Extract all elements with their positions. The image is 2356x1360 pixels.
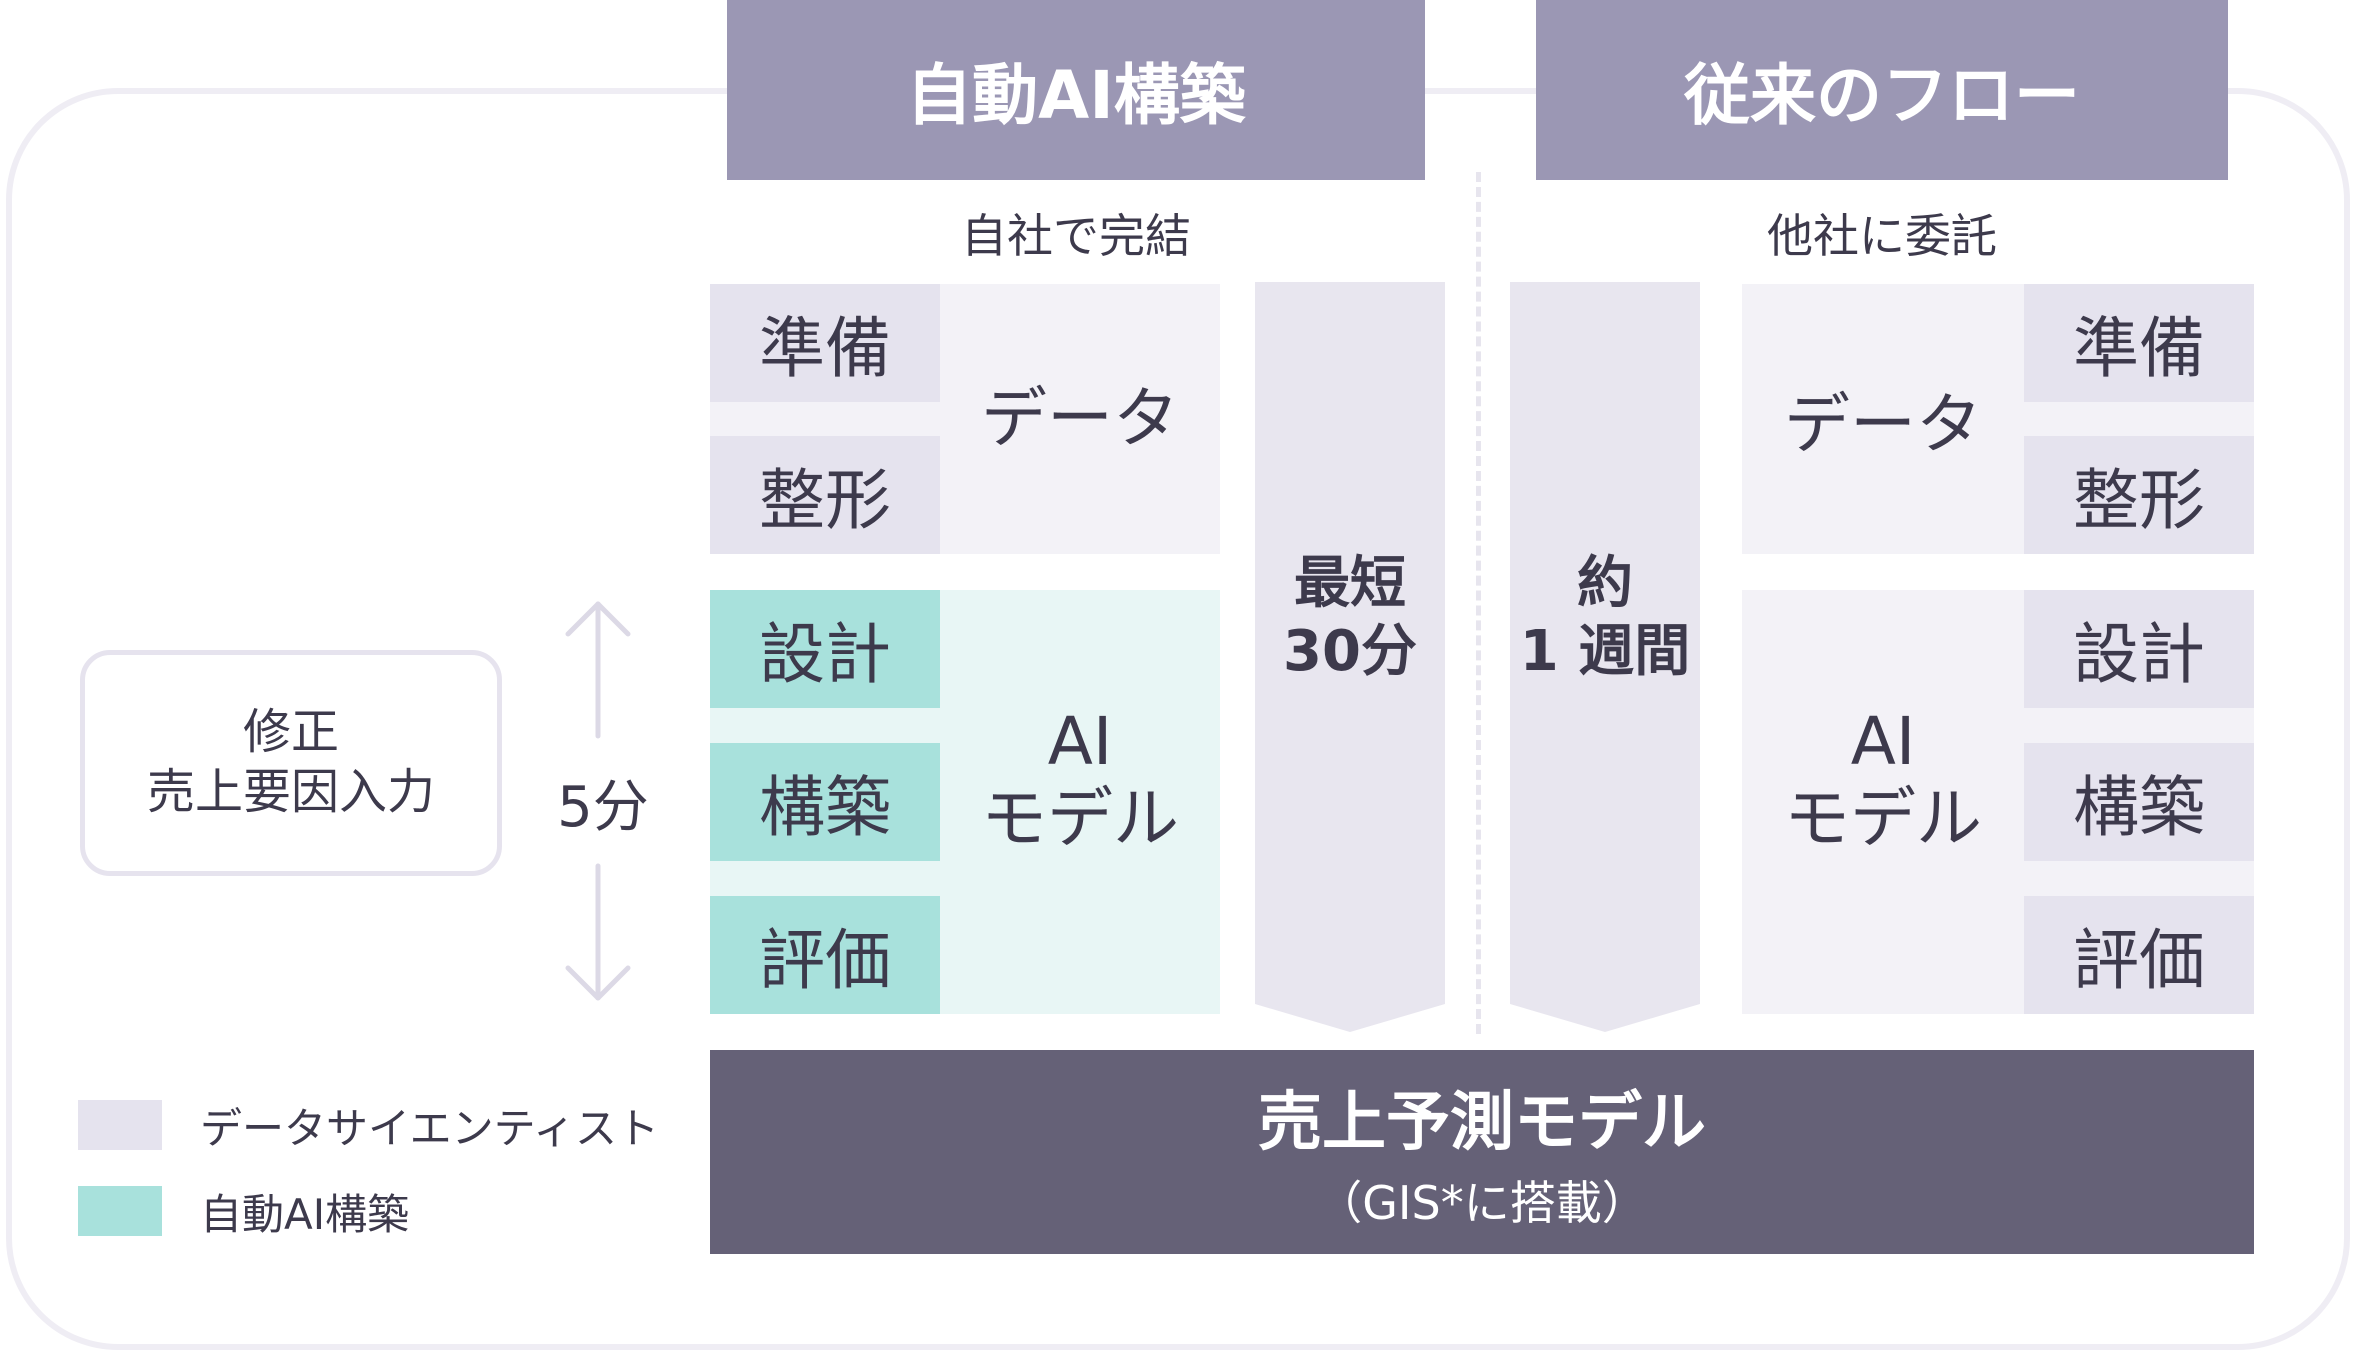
auto-step-design: 設計 <box>710 590 940 708</box>
traditional-duration-arrow-shape <box>1510 282 1700 1032</box>
auto-duration-arrow <box>1255 282 1445 1032</box>
auto-model-label-line1: AI <box>1047 702 1113 780</box>
traditional-step-build: 構築 <box>2024 743 2254 861</box>
traditional-duration-label: 約 1 週間 <box>1510 550 1700 687</box>
correction-input-box: 修正 売上要因入力 <box>80 650 502 876</box>
traditional-step-build-label: 構築 <box>2073 769 2205 846</box>
traditional-step-format-label: 整形 <box>2073 462 2205 539</box>
double-arrow-icon <box>565 601 631 1001</box>
auto-step-prepare: 準備 <box>710 284 940 402</box>
traditional-data-label-text: データ <box>1784 386 1982 464</box>
traditional-step-prepare: 準備 <box>2024 284 2254 402</box>
correction-input-line1: 修正 <box>242 704 339 761</box>
column-divider <box>1476 172 1481 1034</box>
sales-forecast-model-bar: 売上予測モデル （GIS*に搭載） <box>710 1050 2254 1254</box>
auto-step-build-label: 構築 <box>759 769 891 846</box>
traditional-model-label-line1: AI <box>1850 702 1916 780</box>
traditional-data-label: データ <box>1742 290 2024 560</box>
traditional-duration-line2: 1 週間 <box>1519 619 1691 685</box>
header-auto-ai-label: 自動AI構築 <box>906 57 1246 134</box>
legend-label-auto-ai: 自動AI構築 <box>200 1189 410 1239</box>
legend-swatch-auto-ai <box>78 1186 162 1236</box>
traditional-step-design-label: 設計 <box>2073 616 2205 693</box>
traditional-duration-arrow <box>1510 282 1700 1032</box>
subheader-auto: 自社で完結 <box>961 209 1191 263</box>
auto-duration-label: 最短 30分 <box>1255 550 1445 687</box>
header-auto-ai: 自動AI構築 <box>727 0 1425 180</box>
legend-swatch-data-scientist <box>78 1100 162 1150</box>
auto-model-label: AI モデル <box>940 700 1220 860</box>
auto-step-evaluate-label: 評価 <box>759 922 891 999</box>
auto-step-format: 整形 <box>710 436 940 554</box>
traditional-step-evaluate-label: 評価 <box>2073 922 2205 999</box>
legend-label-data-scientist: データサイエンティスト <box>200 1103 660 1153</box>
auto-duration-arrow-shape <box>1255 282 1445 1032</box>
correction-input-line2: 売上要因入力 <box>146 764 435 820</box>
auto-step-prepare-label: 準備 <box>759 310 891 387</box>
auto-data-label-text: データ <box>981 380 1179 458</box>
traditional-model-label-line2: モデル <box>1784 780 1982 857</box>
auto-duration-line1: 最短 <box>1294 551 1406 616</box>
subheader-traditional: 他社に委託 <box>1767 209 1997 263</box>
traditional-step-evaluate: 評価 <box>2024 896 2254 1014</box>
auto-step-evaluate: 評価 <box>710 896 940 1014</box>
traditional-step-design: 設計 <box>2024 590 2254 708</box>
auto-step-design-label: 設計 <box>759 616 891 693</box>
auto-model-label-line2: モデル <box>981 780 1179 857</box>
traditional-step-prepare-label: 準備 <box>2073 310 2205 387</box>
header-traditional-label: 従来のフロー <box>1684 57 2080 134</box>
traditional-step-format: 整形 <box>2024 436 2254 554</box>
sales-forecast-model-title: 売上予測モデル <box>1258 1086 1706 1160</box>
auto-duration-line2: 30分 <box>1283 619 1417 685</box>
auto-data-label: データ <box>940 284 1220 554</box>
traditional-duration-line1: 約 <box>1577 551 1633 616</box>
sales-forecast-model-subtitle: （GIS*に搭載） <box>1316 1176 1648 1230</box>
input-duration-label: 5分 <box>557 775 649 840</box>
traditional-model-label: AI モデル <box>1742 700 2024 860</box>
auto-step-format-label: 整形 <box>759 462 891 539</box>
header-traditional-flow: 従来のフロー <box>1536 0 2228 180</box>
auto-step-build: 構築 <box>710 743 940 861</box>
